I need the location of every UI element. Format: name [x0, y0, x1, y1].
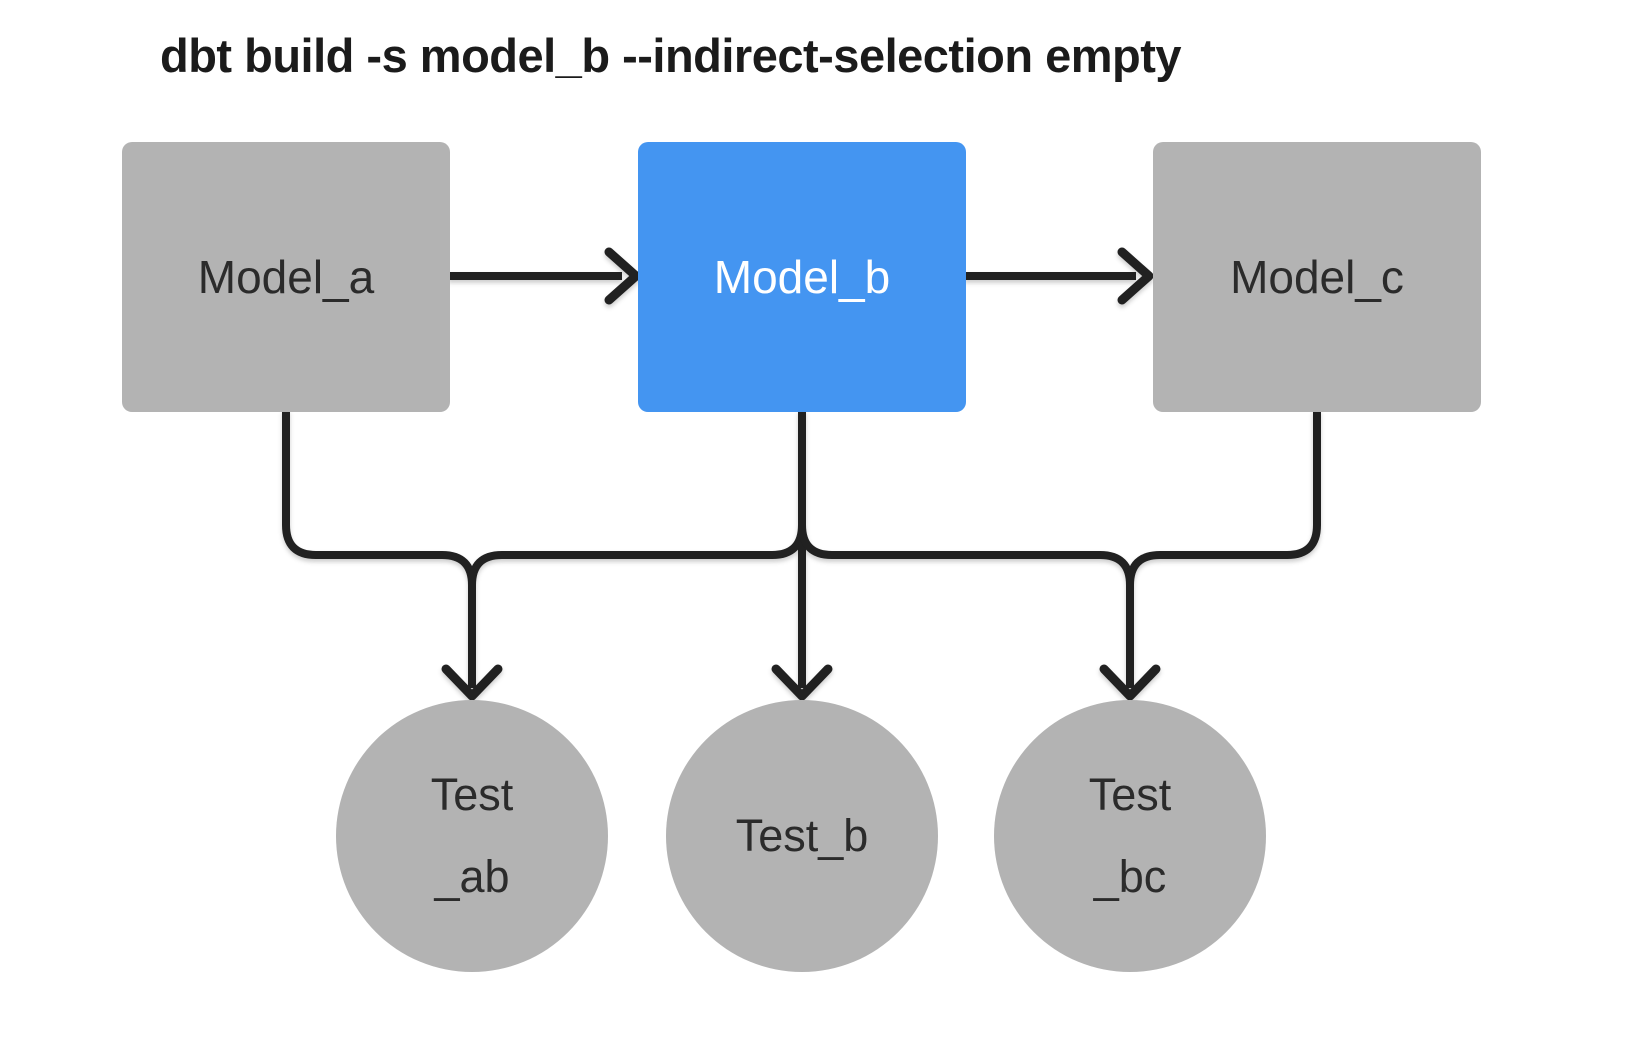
arrowhead-model-c-icon: [1117, 247, 1154, 305]
edge-model-b-to-test-bc: [798, 410, 1134, 688]
node-test-ab: Test _ab: [336, 700, 608, 972]
node-test-ab-label-line1: Test: [430, 769, 514, 820]
edge-model-c-to-test-bc: [1126, 410, 1321, 688]
node-model-c: Model_c: [1153, 142, 1481, 412]
node-test-bc-label-line2: _bc: [1093, 851, 1167, 902]
edge-model-b-to-test-ab: [468, 410, 806, 688]
node-model-c-label: Model_c: [1230, 251, 1404, 303]
edge-model-a-to-test-ab: [282, 410, 476, 688]
arrowhead-test-bc-icon: [1099, 664, 1161, 701]
node-test-bc: Test _bc: [994, 700, 1266, 972]
node-model-b-selected: Model_b: [638, 142, 966, 412]
node-model-a-label: Model_a: [197, 251, 375, 303]
arrowhead-test-ab-icon: [441, 664, 503, 701]
node-test-bc-label-line1: Test: [1088, 769, 1172, 820]
node-test-b: Test_b: [666, 700, 938, 972]
node-test-ab-label-line2: _ab: [434, 851, 510, 902]
arrowhead-test-b-icon: [771, 664, 833, 701]
node-model-a: Model_a: [122, 142, 450, 412]
diagram-title: dbt build -s model_b --indirect-selectio…: [160, 29, 1182, 82]
node-test-b-label-line1: Test_b: [735, 810, 869, 861]
node-model-b-label: Model_b: [713, 251, 891, 303]
arrowhead-model-b-icon: [604, 247, 641, 305]
